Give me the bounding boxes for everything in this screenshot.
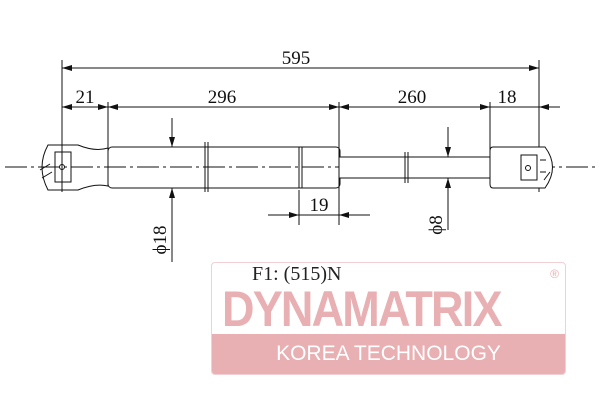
dim-left-end: 21 xyxy=(76,87,95,108)
brand-logo: F1: (515)N DYNAMATRIX ® KOREA TECHNOLOGY xyxy=(211,262,566,375)
brand-name: DYNAMATRIX xyxy=(222,281,502,337)
dim-cylinder-diameter: ϕ18 xyxy=(150,225,171,254)
dim-right-end: 18 xyxy=(498,87,517,108)
dim-collar: 19 xyxy=(310,195,329,216)
dim-cylinder: 296 xyxy=(208,87,237,108)
piston-rod xyxy=(338,156,491,179)
left-end-fitting xyxy=(41,144,109,191)
dim-rod-diameter: ϕ8 xyxy=(426,215,447,235)
dim-overall: 595 xyxy=(282,48,311,69)
dim-stroke: 260 xyxy=(398,87,427,108)
force-rating: F1: (515)N xyxy=(252,263,342,285)
tagline: KOREA TECHNOLOGY xyxy=(212,334,565,374)
registered-mark: ® xyxy=(550,267,559,281)
